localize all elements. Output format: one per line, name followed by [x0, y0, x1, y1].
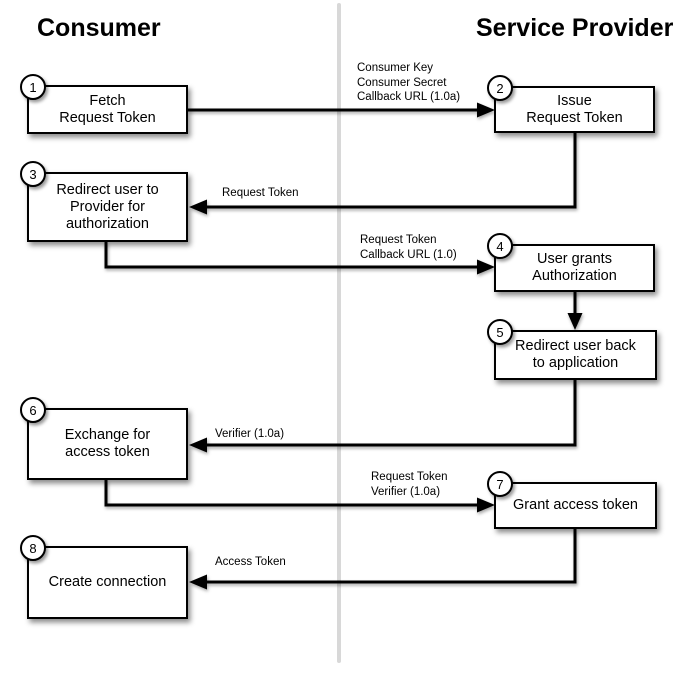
step-box-grant-access-token: Grant access token — [494, 482, 657, 529]
arrow-step5-to-step6 — [189, 380, 577, 453]
step-number-badge: 8 — [20, 535, 46, 561]
actor-divider-line — [337, 3, 341, 663]
step-number-badge: 6 — [20, 397, 46, 423]
step-box-create-connection: Create connection — [27, 546, 188, 619]
step-box-redirect-user: Redirect user to Provider for authorizat… — [27, 172, 188, 242]
arrow-label-verifier: Verifier (1.0a) — [215, 428, 285, 440]
arrow-label-access-token: Access Token — [215, 556, 286, 568]
step-number-badge: 2 — [487, 75, 513, 101]
step-number-badge: 7 — [487, 471, 513, 497]
arrow-label-request-token-verifier: Request Token Verifier (1.0a) — [371, 471, 448, 498]
arrow-step2-to-step3 — [189, 133, 577, 215]
step-label: Create connection — [48, 574, 167, 590]
service-provider-heading: Service Provider — [476, 14, 674, 42]
arrow-step7-to-step8 — [189, 529, 577, 590]
step-box-redirect-user-back: Redirect user back to application — [494, 330, 657, 380]
arrow-step3-to-step4 — [104, 242, 495, 275]
step-label: Grant access token — [513, 497, 638, 513]
arrow-step1-to-step2 — [188, 102, 495, 118]
step-number-badge: 3 — [20, 161, 46, 187]
step-number-badge: 5 — [487, 319, 513, 345]
step-box-fetch-request-token: Fetch Request Token — [27, 85, 188, 134]
step-number-badge: 4 — [487, 233, 513, 259]
arrow-step4-to-step5 — [567, 291, 583, 330]
step-number-badge: 1 — [20, 74, 46, 100]
step-label: User grants Authorization — [532, 251, 617, 284]
step-label: Redirect user to Provider for authorizat… — [56, 181, 159, 232]
step-box-issue-request-token: Issue Request Token — [494, 86, 655, 133]
arrow-label-request-token: Request Token — [222, 187, 299, 199]
step-label: Exchange for access token — [64, 427, 151, 460]
arrow-label-consumer-key: Consumer Key Consumer Secret Callback UR… — [357, 62, 461, 103]
arrow-step6-to-step7 — [104, 480, 495, 513]
step-label: Issue Request Token — [526, 92, 623, 126]
step-box-exchange-for-access-token: Exchange for access token — [27, 408, 188, 480]
arrow-label-request-token-callback: Request Token Callback URL (1.0) — [360, 234, 457, 261]
consumer-heading: Consumer — [37, 14, 161, 42]
step-label: Fetch Request Token — [59, 92, 156, 126]
step-box-user-grants-authorization: User grants Authorization — [494, 244, 655, 292]
step-label: Redirect user back to application — [515, 338, 636, 371]
